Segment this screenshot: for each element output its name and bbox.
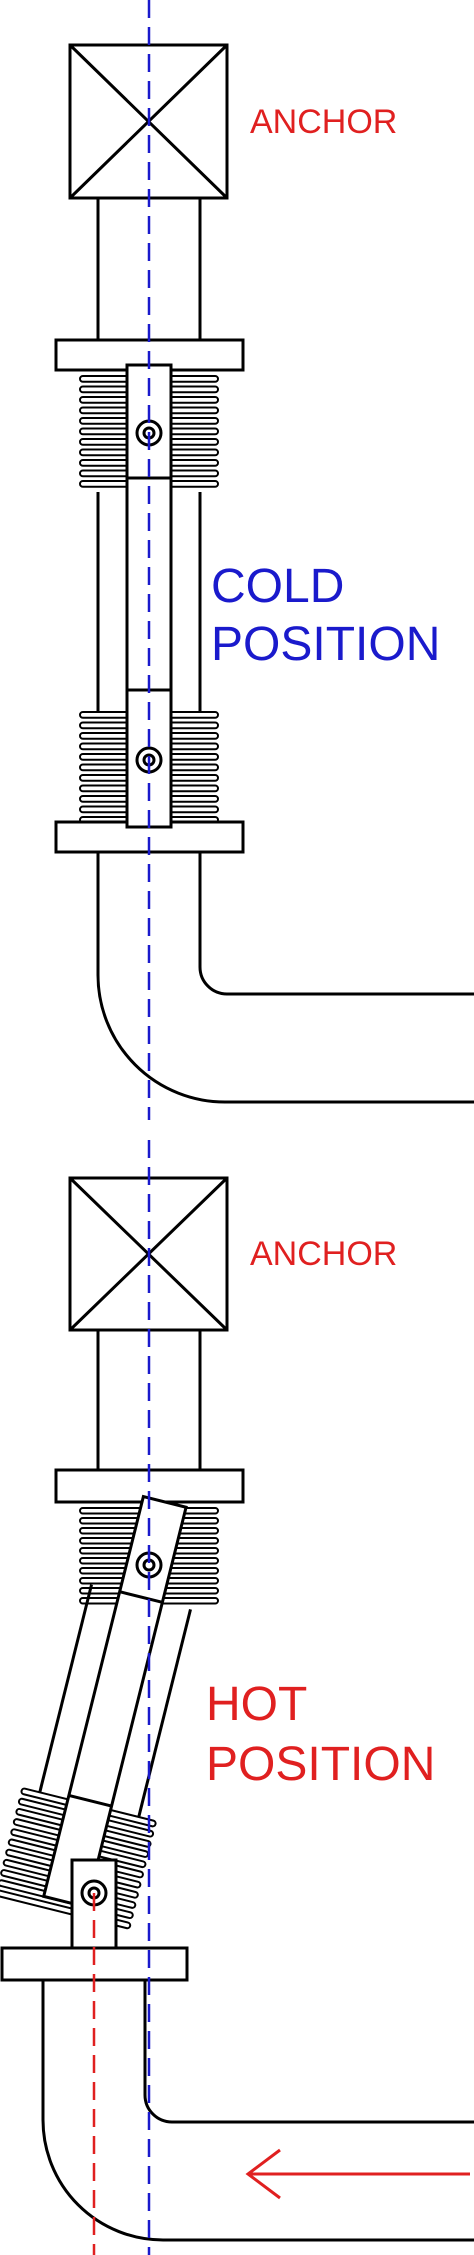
cold-label-line2: POSITION [211, 618, 440, 671]
flow-arrow-icon [245, 2148, 470, 2200]
pipe-top-segment [96, 198, 202, 340]
hot-assembly [0, 1140, 474, 2255]
hot-label-line2: POSITION [206, 1738, 435, 1791]
anchor-top-label: ANCHOR [250, 103, 397, 141]
elbow-hot [41, 1980, 474, 2242]
anchor-bottom-label: ANCHOR [250, 1235, 397, 1273]
hot-label-line1: HOT [206, 1678, 307, 1731]
pipe-middle [96, 492, 202, 712]
pipe-hot-top-segment [96, 1330, 202, 1470]
elbow-cold [96, 852, 474, 1104]
cold-assembly [54, 0, 474, 1120]
cold-label-line1: COLD [211, 560, 344, 613]
